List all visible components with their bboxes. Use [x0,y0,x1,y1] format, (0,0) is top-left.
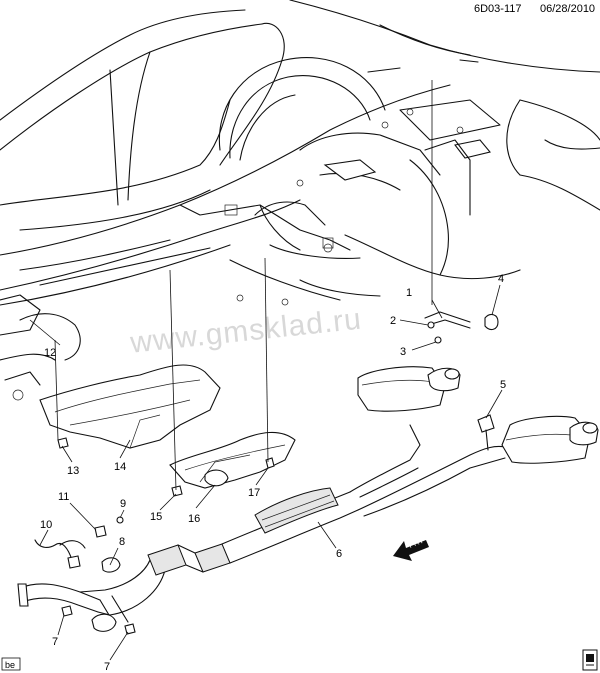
leader-lines [29,80,503,661]
catalytic-converter-right [194,543,231,573]
callout-13: 13 [67,465,79,477]
callout-2: 2 [390,315,396,327]
callout-15: 15 [150,511,162,523]
callout-3: 3 [400,346,406,358]
watermark: www.gmsklad.ru [128,303,364,360]
callout-1: 1 [406,287,412,299]
callout-17: 17 [248,487,260,499]
vehicle-body [0,0,600,231]
callout-6: 6 [336,548,342,560]
exhaust-pipe-assembly [17,366,599,632]
hardware [34,311,499,635]
callout-12: 12 [44,347,56,359]
callout-5: 5 [500,379,506,391]
center-heat-shield [169,431,296,489]
callout-7-left: 7 [52,636,58,648]
manual-book-icon [582,649,598,671]
diagram-ref-number: 6D03-117 [474,3,522,15]
callout-14: 14 [114,461,126,473]
callout-4: 4 [498,273,504,285]
callout-11: 11 [58,491,69,503]
muffler-left [357,366,446,412]
callout-16: 16 [188,513,200,525]
front-heat-shield [39,364,221,449]
catalytic-converter-left [147,544,187,576]
front-direction-arrow-icon: FRT [393,536,429,561]
callout-10: 10 [40,519,52,531]
diagram-date: 06/28/2010 [540,3,595,15]
resonator [254,487,339,534]
callout-9: 9 [120,498,126,510]
callout-8: 8 [119,536,125,548]
callout-labels: 1 2 3 4 5 6 7 7 8 9 10 11 12 13 14 15 16… [40,273,506,673]
underbody-floor [0,84,521,401]
corner-badge-box [1,657,21,671]
callout-7-bottom: 7 [104,661,110,673]
muffler-right [501,415,591,464]
corner-badge: be [5,660,15,670]
